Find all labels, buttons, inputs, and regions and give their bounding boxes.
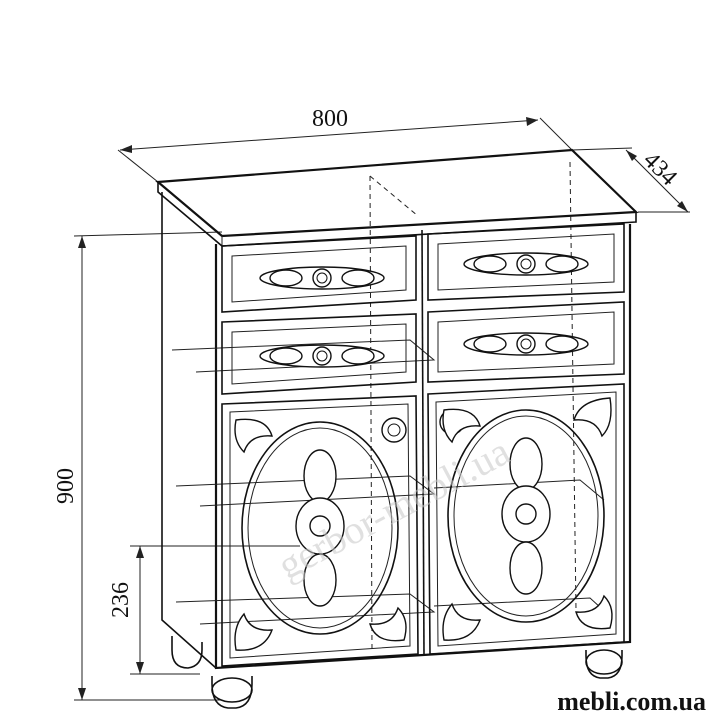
drawer-top-right[interactable] — [427, 223, 625, 301]
plinth-label: 236 — [108, 582, 134, 618]
height-label: 900 — [53, 468, 79, 504]
drawer-ornament — [259, 252, 589, 368]
depth-dimension: 434 — [571, 147, 690, 213]
width-label: 800 — [312, 106, 348, 132]
door-right[interactable] — [427, 383, 625, 655]
door-ornament-right — [501, 437, 551, 595]
door-left[interactable] — [221, 395, 419, 667]
plinth-dimension: 236 — [108, 545, 300, 675]
door-ornament-left — [295, 449, 345, 607]
drawer-bottom-right[interactable] — [427, 301, 625, 383]
foot-front-right — [585, 649, 623, 679]
height-dimension: 900 — [53, 231, 223, 701]
depth-label: 434 — [638, 147, 682, 191]
door-corner-ornaments — [234, 397, 613, 651]
width-dimension: 800 — [117, 106, 573, 183]
foot-front-left — [211, 676, 253, 709]
brand-text: mebli.com.ua — [557, 687, 706, 716]
foot-back-left — [171, 636, 203, 669]
drawer-bottom-left[interactable] — [221, 313, 417, 395]
drawer-top-left[interactable] — [221, 235, 417, 313]
